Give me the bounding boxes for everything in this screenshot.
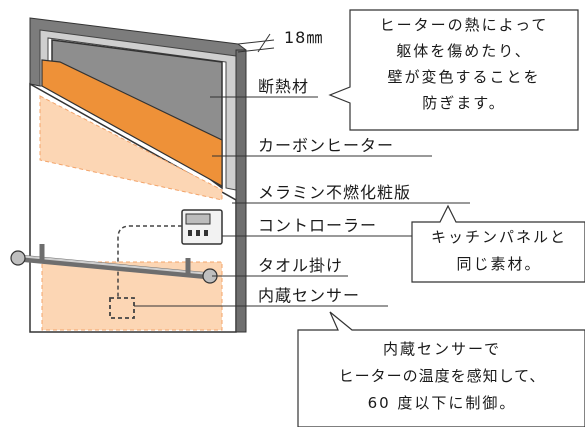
callout-heat-box <box>328 9 579 131</box>
sensor-box <box>109 297 135 319</box>
controller-screen <box>185 213 211 225</box>
callout-sensor-box <box>297 311 585 427</box>
callout-sensor-line-1: 内蔵センサーで <box>382 340 502 358</box>
callout-kitchen-text: キッチンパネルと 同じ素材。 <box>414 230 584 272</box>
callout-heat-line-2: 躯体を傷めたり、 <box>396 42 532 60</box>
towel-bar <box>14 254 214 280</box>
sensor-label: 内蔵センサー <box>258 286 361 305</box>
towel-bar-end-left <box>10 250 26 266</box>
callout-sensor-line-2: ヒーターの温度を感知して、 <box>338 367 546 385</box>
towel-bar-highlight <box>17 255 211 275</box>
thickness-slash <box>257 33 271 53</box>
carbon-heater-layer <box>41 59 223 188</box>
carbon-heater-label: カーボンヒーター <box>258 136 395 155</box>
melamine-board-label: メラミン不燃化粧版 <box>258 183 412 202</box>
callout-kitchen-box <box>411 204 585 283</box>
warm-zone-upper <box>39 95 223 201</box>
callout-heat-line-1: ヒーターの熱によって <box>379 16 549 34</box>
towel-bar-label: タオル掛け <box>258 256 344 275</box>
callout-sensor-text: 内蔵センサーで ヒーターの温度を感知して、 60 度以下に制御。 <box>300 342 584 411</box>
controller-label: コントローラー <box>258 216 378 235</box>
thickness-tick-2 <box>237 47 275 53</box>
callout-heat-line-4: 防ぎます。 <box>422 94 506 112</box>
thickness-tick-1 <box>237 39 275 45</box>
sensor-cable <box>117 225 182 298</box>
callout-kitchen-line-1: キッチンパネルと <box>430 228 567 246</box>
callout-heat-line-3: 壁が変色することを <box>387 68 541 86</box>
thickness-label: 18㎜ <box>284 28 324 47</box>
panel-side-edge <box>235 49 247 333</box>
insulation-label: 断熱材 <box>258 77 310 96</box>
callout-sensor-line-3: 60 度以下に制御。 <box>367 394 517 412</box>
controller-button-1 <box>188 230 192 236</box>
callout-heat-text: ヒーターの熱によって 躯体を傷めたり、 壁が変色することを 防ぎます。 <box>352 18 576 111</box>
controller-button-3 <box>204 230 208 236</box>
callout-kitchen-line-2: 同じ素材。 <box>456 255 542 273</box>
controller-button-2 <box>196 230 200 236</box>
